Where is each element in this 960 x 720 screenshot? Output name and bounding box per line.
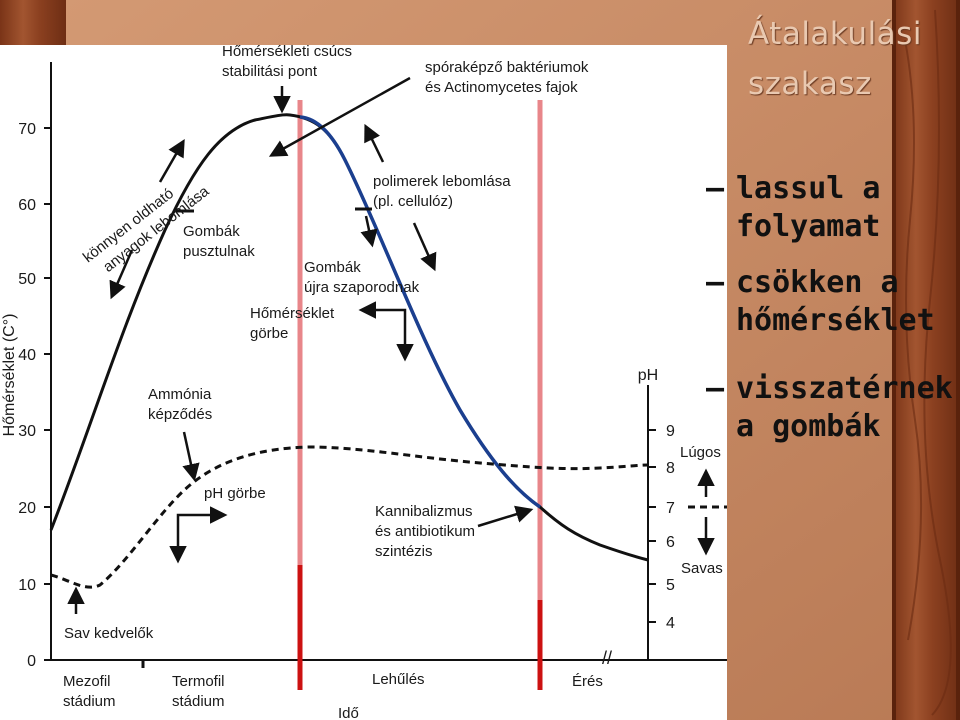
peak-label: Hőmérsékleti csúcs stabilitási pont xyxy=(222,43,356,80)
y-tick-0: 0 xyxy=(27,653,36,670)
ph-tick-5: 5 xyxy=(666,577,675,594)
diagram-panel xyxy=(0,45,727,720)
ph-axis-ticks xyxy=(648,429,656,623)
ph-tick-4: 4 xyxy=(666,615,675,632)
ph-acidic-label: Savas xyxy=(681,560,723,577)
slide-title-line-1: Átalakulási xyxy=(748,16,922,52)
temp-curve-arrows xyxy=(358,301,414,362)
y-tick-70: 70 xyxy=(18,121,36,138)
phase-termofil-label: Termofil stádium xyxy=(172,673,229,710)
ammonia-label: Ammónia képződés xyxy=(148,386,216,423)
fungi-return-label: Gombák újra szaporodnak xyxy=(304,259,420,296)
cannibalism-arrow xyxy=(477,505,534,528)
soluble-up-arrow xyxy=(158,138,185,183)
ph-curve xyxy=(50,445,649,589)
y-tick-60: 60 xyxy=(18,197,36,214)
ph-tick-9: 9 xyxy=(666,423,675,440)
y-tick-50: 50 xyxy=(18,271,36,288)
fungi-die-label: Gombák pusztulnak xyxy=(183,223,255,260)
ph-curve-label: pH görbe xyxy=(204,485,266,502)
ph-tick-8: 8 xyxy=(666,460,675,477)
ph-tick-7: 7 xyxy=(666,500,675,517)
ph-curve-arrows xyxy=(169,506,228,564)
ammonia-arrow xyxy=(182,431,200,482)
x-axis-label: Idő xyxy=(338,705,359,720)
phase-lehules-label: Lehűlés xyxy=(372,671,425,688)
phase-eres-label: Érés xyxy=(572,673,603,690)
polymer-label: polimerek lebomlása (pl. cellulóz) xyxy=(373,173,515,210)
acid-lovers-label: Sav kedvelők xyxy=(64,625,154,642)
y-tick-30: 30 xyxy=(18,423,36,440)
ph-tick-6: 6 xyxy=(666,534,675,551)
phase-mezofil-label: Mezofil stádium xyxy=(63,673,116,710)
slide-title-line-2: szakasz xyxy=(748,66,872,102)
polymer-up-arrow xyxy=(364,123,385,163)
y-tick-10: 10 xyxy=(18,577,36,594)
spore-bacteria-label: spóraképző baktériumok és Actinomycetes … xyxy=(425,59,593,96)
y-tick-20: 20 xyxy=(18,500,36,517)
fungi-return-arrow xyxy=(360,215,378,248)
polymer-down-arrow xyxy=(412,222,437,272)
y-axis-ticks xyxy=(44,127,51,661)
axis-break-mark: // xyxy=(602,648,612,668)
y-tick-40: 40 xyxy=(18,347,36,364)
y-axis-label: Hőmérséklet (C°) xyxy=(1,314,18,437)
cannibalism-label: Kannibalizmus és antibiotikum szintézis xyxy=(375,503,479,560)
ph-axis-label: pH xyxy=(638,367,658,384)
ph-alkaline-label: Lúgos xyxy=(680,444,721,461)
soluble-down-arrow xyxy=(109,249,134,300)
spore-arrow xyxy=(268,76,411,157)
temp-curve-label: Hőmérséklet görbe xyxy=(250,305,338,342)
